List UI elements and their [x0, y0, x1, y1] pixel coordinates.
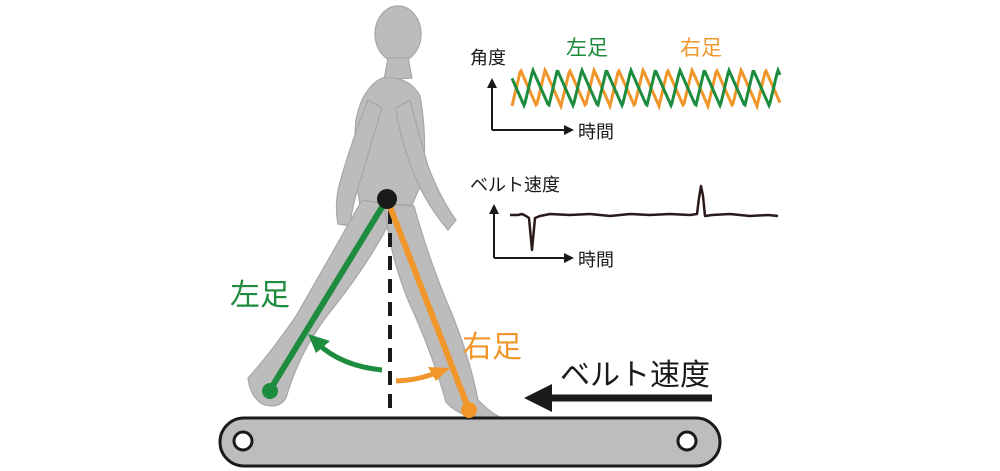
right-arc-arrowhead — [428, 367, 450, 381]
belt-roller-left — [232, 430, 254, 452]
angle-chart-legend-left: 左足 — [566, 36, 608, 60]
left-arc-arrowhead — [308, 334, 330, 353]
right-leg-angle-wave — [510, 66, 782, 111]
speed-chart-ylabel: ベルト速度 — [470, 175, 560, 196]
walker-silhouette — [247, 5, 500, 421]
speed-chart-xlabel: 時間 — [578, 250, 614, 271]
angle-chart-legend-right: 右足 — [680, 36, 722, 60]
belt-body — [218, 416, 722, 468]
left-leg-angle-wave — [510, 66, 782, 110]
right-leg-line — [384, 196, 472, 413]
belt-speed-label: ベルト速度 — [560, 358, 710, 393]
left-leg-label: 左足 — [230, 278, 290, 313]
right-angle-arc — [395, 367, 450, 384]
head-shape — [374, 5, 422, 63]
speed-chart: ベルト速度 時間 — [470, 175, 779, 271]
neck-shape — [383, 57, 413, 81]
left-angle-arc — [308, 334, 383, 373]
back-arm-shape — [335, 99, 383, 227]
belt-roller-right — [676, 430, 698, 452]
arrow-left-icon — [524, 384, 712, 412]
right-foot-marker — [461, 402, 477, 418]
treadmill-belt — [218, 416, 722, 468]
left-leg-line — [267, 196, 390, 393]
angle-chart-ylabel: 角度 — [470, 48, 506, 69]
angle-chart: 角度 時間 左足 右足 — [470, 36, 782, 143]
left-foot-marker — [262, 383, 278, 399]
front-arm-shape — [395, 99, 457, 231]
right-leg-label: 右足 — [462, 330, 522, 365]
angle-chart-xlabel: 時間 — [578, 122, 614, 143]
hip-joint-marker — [377, 189, 397, 209]
belt-speed-trace — [510, 184, 779, 252]
